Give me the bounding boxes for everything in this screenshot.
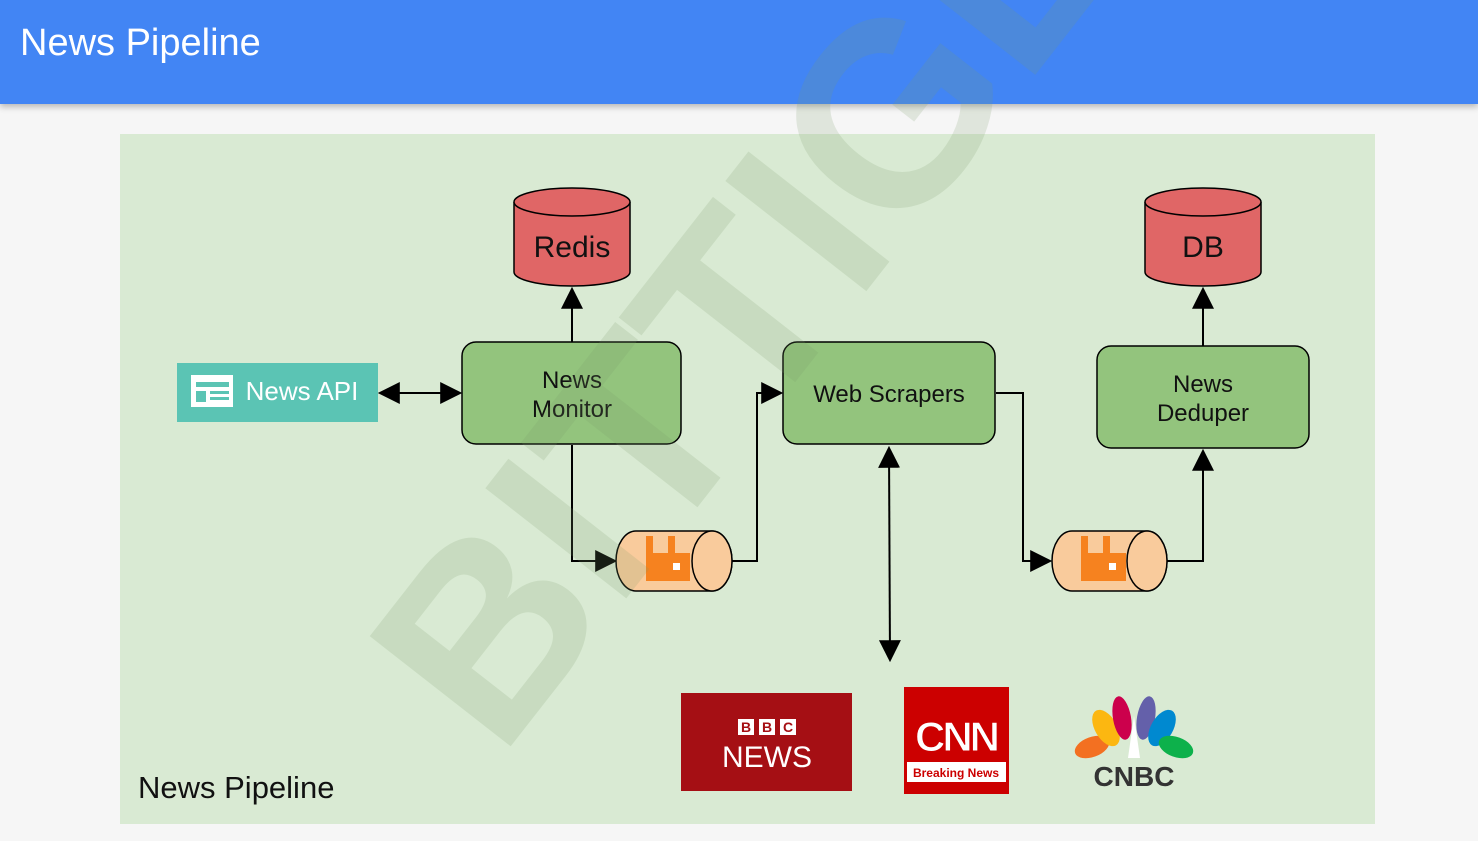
bbc-letter-3: C bbox=[783, 719, 793, 735]
news-monitor-label-line1: News bbox=[542, 367, 602, 394]
diagram-caption: News Pipeline bbox=[138, 770, 335, 805]
db-label: DB bbox=[1182, 231, 1224, 264]
web-scrapers-node: Web Scrapers bbox=[782, 341, 996, 445]
news-api-node: News API bbox=[177, 363, 378, 422]
web-scrapers-label: Web Scrapers bbox=[813, 381, 965, 408]
connectors bbox=[377, 286, 1214, 663]
rabbitmq-icon bbox=[1081, 536, 1126, 581]
message-queue-2 bbox=[1051, 530, 1168, 592]
arrow-monitor-to-queue1 bbox=[571, 445, 618, 572]
bbc-news-text: NEWS bbox=[722, 741, 812, 774]
arrow-scrapers-sources bbox=[878, 445, 901, 663]
arrow-queue1-to-scrapers bbox=[731, 382, 784, 562]
cnbc-logo: CNBC bbox=[1074, 696, 1194, 792]
news-deduper-label-line2: Deduper bbox=[1157, 400, 1249, 427]
message-queue-1 bbox=[615, 530, 733, 592]
news-monitor-node: News Monitor bbox=[461, 341, 682, 445]
header-bar: News Pipeline bbox=[0, 0, 1478, 104]
news-deduper-node: News Deduper bbox=[1096, 345, 1310, 449]
redis-label: Redis bbox=[534, 231, 611, 264]
news-monitor-label-line2: Monitor bbox=[532, 396, 612, 423]
peacock-icon bbox=[1074, 696, 1194, 759]
db-datastore: DB bbox=[1144, 187, 1262, 287]
bbc-letter-2: B bbox=[762, 719, 772, 735]
page-title: News Pipeline bbox=[20, 22, 261, 64]
arrow-queue2-to-deduper bbox=[1167, 448, 1214, 562]
redis-datastore: Redis bbox=[513, 187, 631, 287]
cnn-text: CNN bbox=[915, 713, 998, 760]
cnn-breaking-news-text: Breaking News bbox=[913, 766, 999, 780]
cnn-logo: CNN Breaking News bbox=[904, 687, 1009, 794]
cnbc-text: CNBC bbox=[1094, 761, 1175, 792]
bbc-letter-1: B bbox=[741, 719, 751, 735]
rabbitmq-icon bbox=[646, 536, 690, 581]
newspaper-icon bbox=[191, 375, 233, 407]
news-deduper-label-line1: News bbox=[1173, 371, 1233, 398]
arrow-scrapers-to-queue2 bbox=[996, 392, 1053, 572]
news-api-label: News API bbox=[246, 376, 359, 406]
bbc-news-logo: B B C NEWS bbox=[681, 693, 852, 791]
